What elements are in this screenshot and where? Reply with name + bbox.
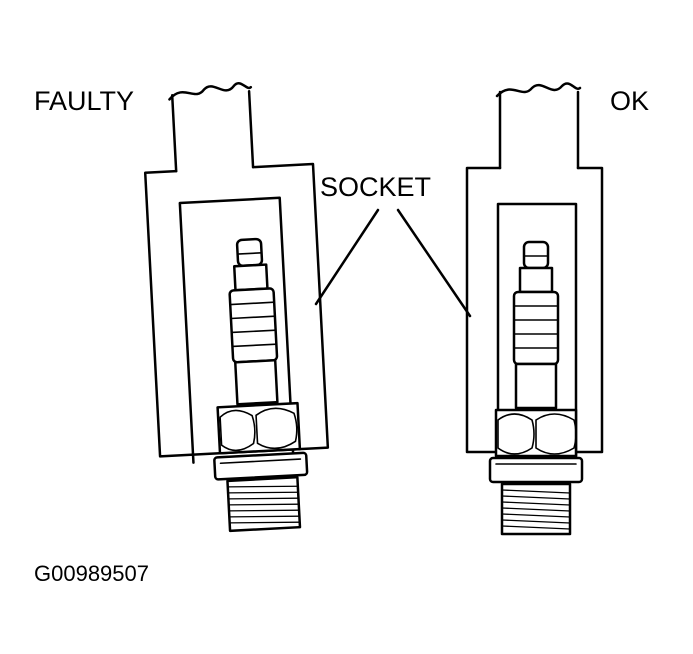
ok-socket-inner: [496, 202, 578, 462]
ok-assembly: [465, 82, 604, 536]
socket-label: SOCKET: [320, 172, 432, 202]
faulty-socket-shaft: [170, 89, 255, 173]
socket-leader-lines: [314, 208, 472, 318]
faulty-socket-inner: [178, 196, 295, 464]
faulty-label: FAULTY: [34, 86, 135, 116]
ok-label: OK: [610, 86, 650, 116]
ok-spark-plug: [488, 240, 584, 536]
socket-leader-right: [396, 208, 472, 318]
socket-leader-left: [314, 208, 380, 306]
faulty-spark-plug: [213, 237, 309, 533]
faulty-assembly: [143, 82, 330, 533]
faulty-shaft-break: [168, 82, 253, 101]
ok-socket-shaft: [498, 90, 580, 170]
figure-code: G00989507: [34, 561, 149, 586]
ok-shaft-break: [495, 82, 582, 98]
